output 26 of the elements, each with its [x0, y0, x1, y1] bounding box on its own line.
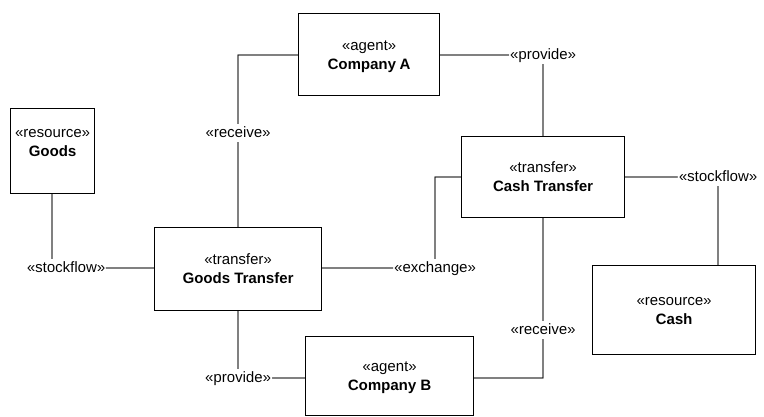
class-box — [10, 108, 95, 194]
class-box — [592, 265, 756, 355]
class-box — [154, 227, 322, 311]
class-name: Company A — [328, 54, 410, 74]
class-name: Cash Transfer — [492, 177, 594, 196]
class-name: Cash — [656, 310, 692, 329]
class-name: Goods Transfer — [182, 269, 294, 288]
edge-label: «stockflow» — [678, 168, 758, 186]
stereotype-label: «transfer» — [204, 250, 272, 269]
class-box — [305, 336, 474, 416]
class-box — [298, 13, 440, 96]
connector-line — [474, 218, 544, 378]
stereotype-label: «agent» — [362, 357, 417, 376]
edge-label: «provide» — [204, 369, 272, 387]
stereotype-label: «transfer» — [509, 158, 577, 177]
edge-label: «receive» — [509, 321, 577, 339]
stereotype-label: «agent» — [342, 36, 396, 54]
class-name: Goods — [28, 142, 76, 161]
class-box — [461, 136, 625, 218]
edge-label: «exchange» — [393, 259, 477, 277]
stereotype-label: «resource» — [14, 123, 90, 142]
connector-line — [238, 54, 298, 228]
edge-label: «provide» — [509, 46, 577, 64]
class-name: Company B — [348, 376, 432, 395]
stereotype-label: «resource» — [636, 291, 712, 310]
edge-label: «receive» — [204, 124, 272, 142]
